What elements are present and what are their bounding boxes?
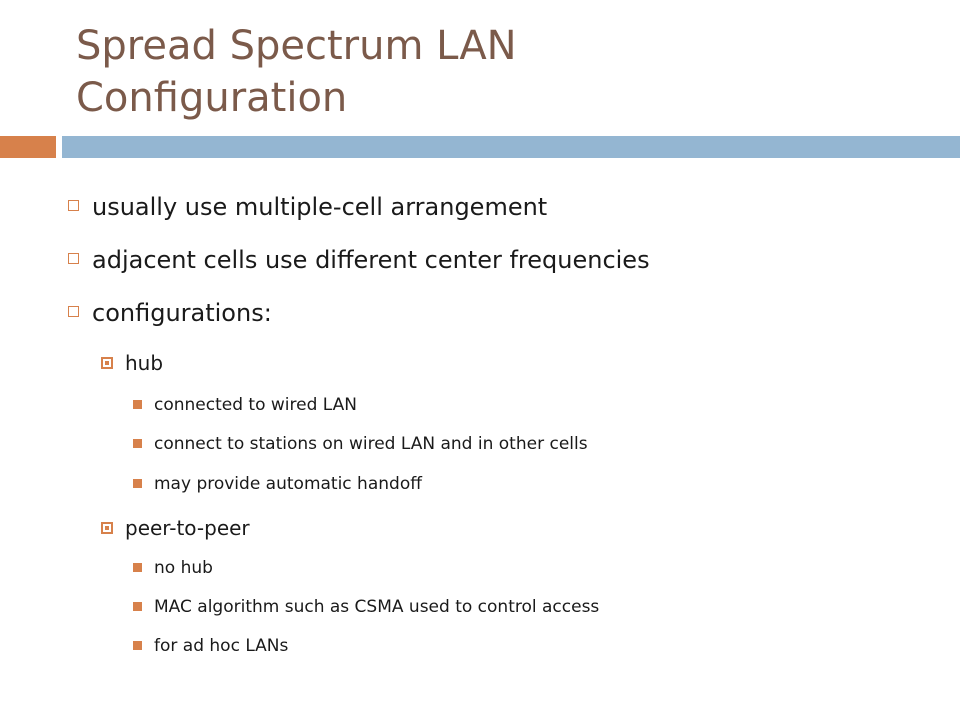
detail-bullet-text: MAC algorithm such as CSMA used to contr… (154, 597, 600, 617)
detail-bullet-text: connect to stations on wired LAN and in … (154, 434, 588, 454)
title-accent-bar (0, 136, 56, 158)
filled-square-bullet-icon (133, 479, 142, 488)
sub-bullet-text: hub (125, 351, 164, 375)
filled-square-bullet-icon (133, 602, 142, 611)
slide-title-line-1: Spread Spectrum LAN (76, 23, 517, 69)
filled-square-bullet-icon (133, 563, 142, 572)
hollow-square-bullet-icon (68, 253, 79, 264)
boxed-square-bullet-icon (101, 357, 113, 369)
bullet-text: adjacent cells use different center freq… (92, 246, 650, 274)
boxed-square-bullet-icon (101, 522, 113, 534)
title-divider-bar (62, 136, 960, 158)
filled-square-bullet-icon (133, 439, 142, 448)
detail-bullet-text: no hub (154, 558, 213, 578)
slide-title: Spread Spectrum LAN Configuration (76, 20, 936, 124)
hollow-square-bullet-icon (68, 306, 79, 317)
detail-bullet-text: may provide automatic handoff (154, 474, 422, 494)
filled-square-bullet-icon (133, 400, 142, 409)
detail-bullet-text: connected to wired LAN (154, 395, 357, 415)
bullet-text: usually use multiple-cell arrangement (92, 193, 548, 221)
detail-bullet-text: for ad hoc LANs (154, 636, 289, 656)
slide-title-line-2: Configuration (76, 75, 348, 121)
filled-square-bullet-icon (133, 641, 142, 650)
sub-bullet-text: peer-to-peer (125, 516, 250, 540)
hollow-square-bullet-icon (68, 200, 79, 211)
bullet-text: configurations: (92, 299, 272, 327)
